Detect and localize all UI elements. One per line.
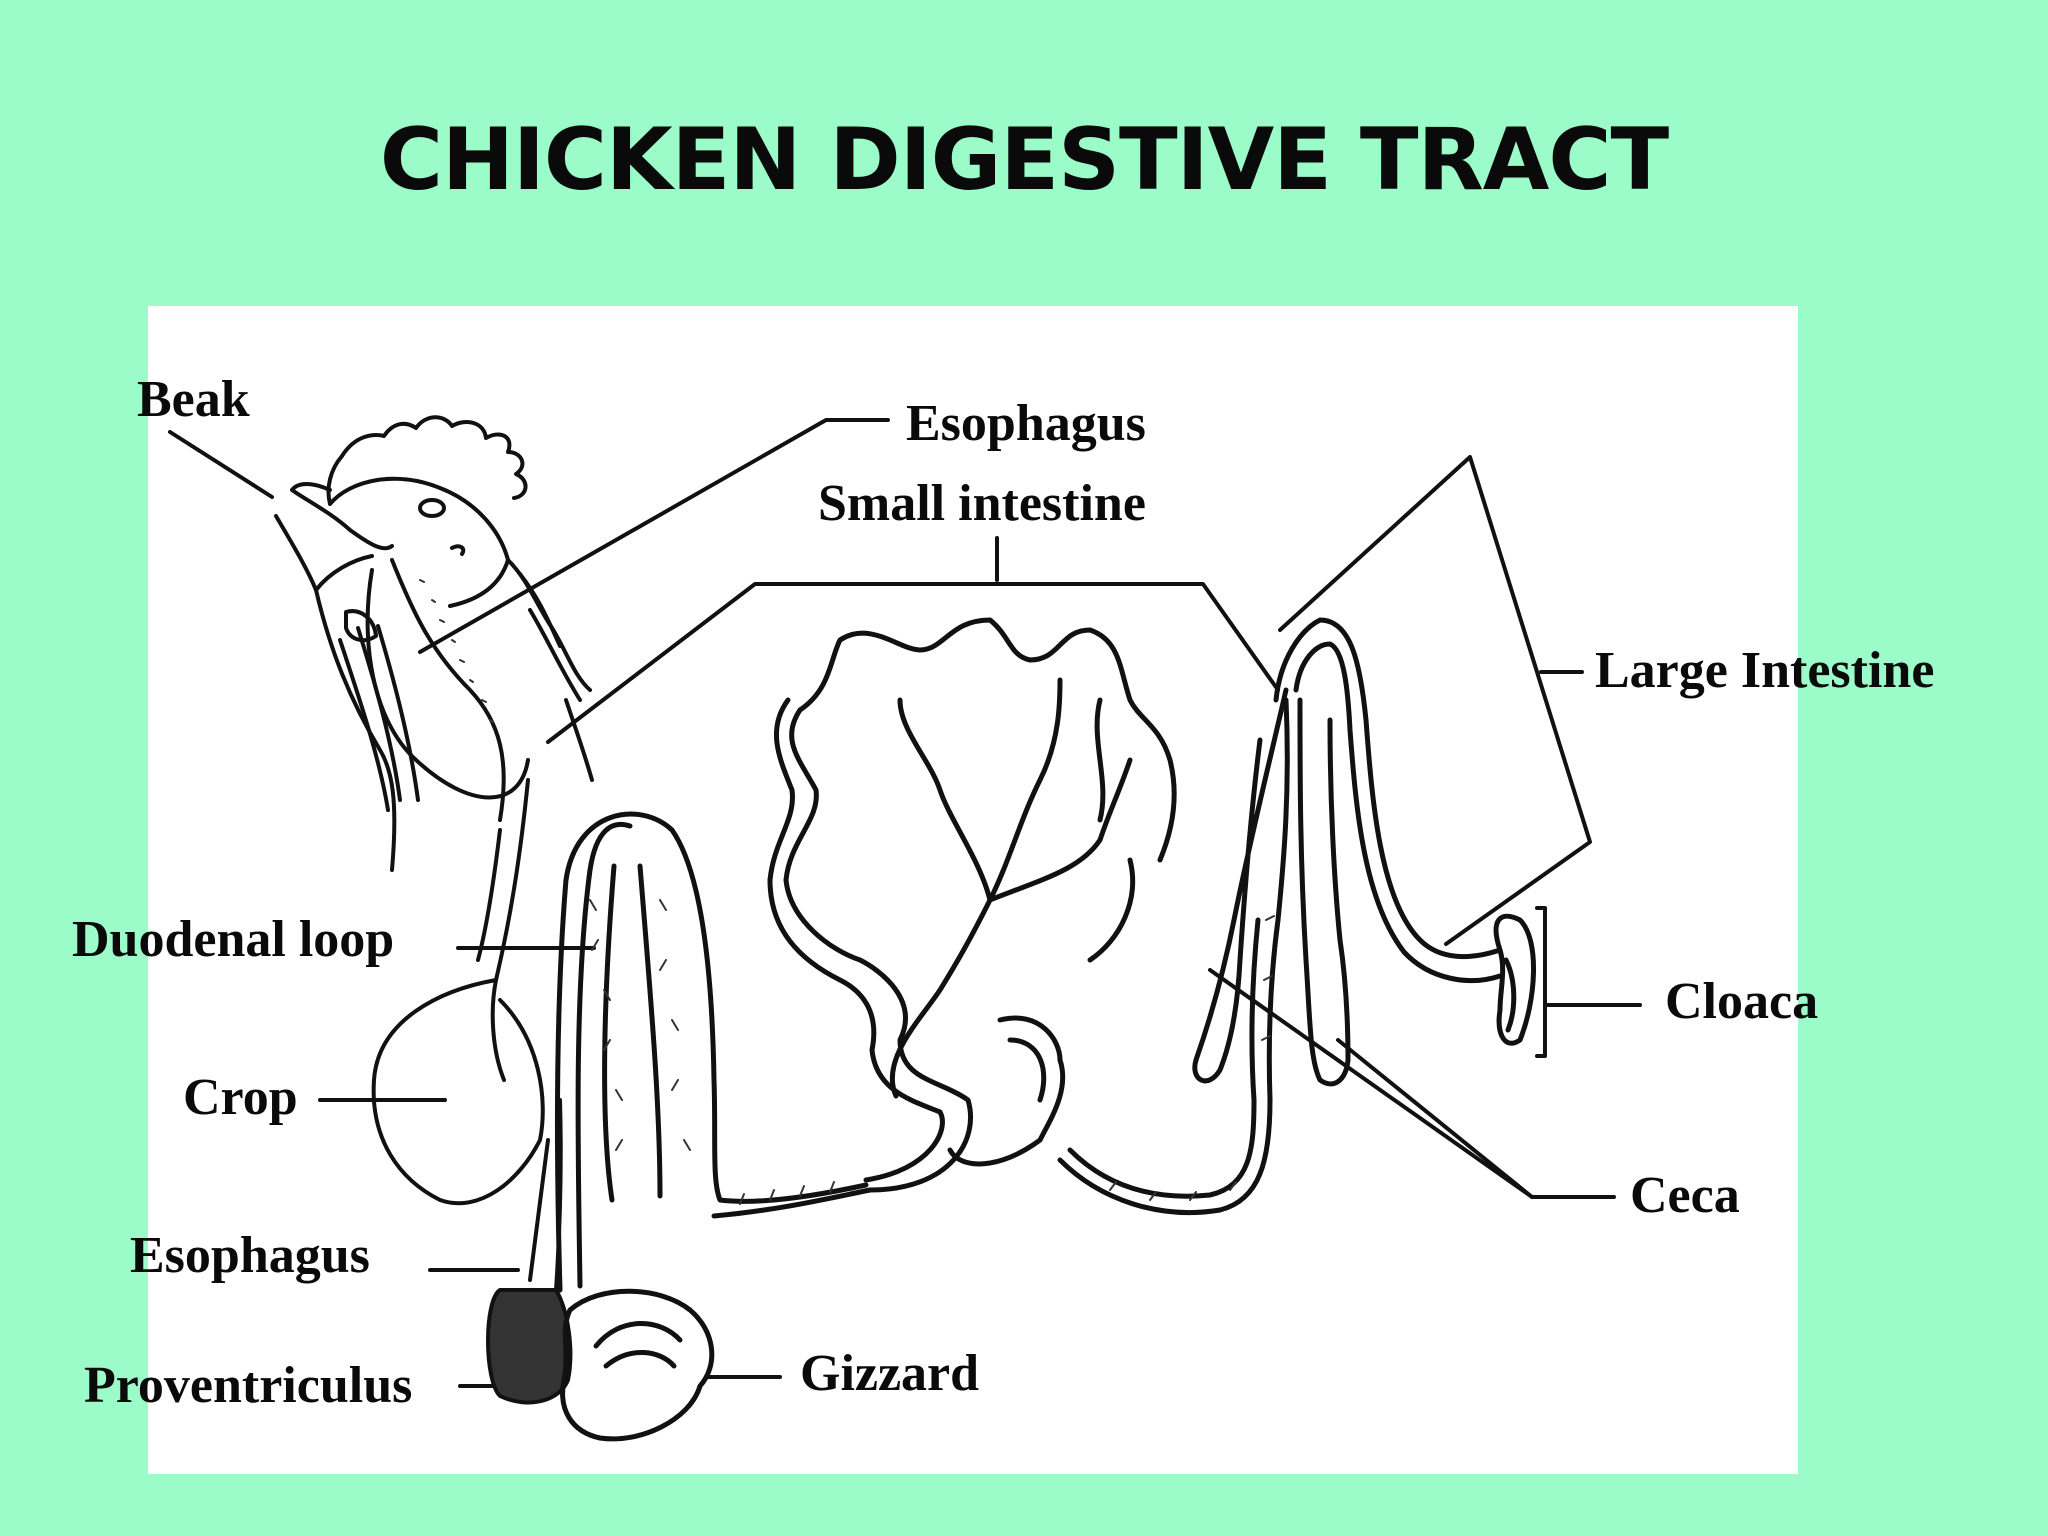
slide-title: CHICKEN DIGESTIVE TRACT <box>379 110 1669 210</box>
crop-outline <box>371 978 545 1206</box>
small-intestine <box>767 617 1290 1215</box>
esophagus-tube <box>476 778 563 1292</box>
label-large-intestine: Large Intestine <box>1595 642 1935 699</box>
label-gizzard: Gizzard <box>800 1345 980 1402</box>
label-duodenal-loop: Duodenal loop <box>72 911 395 968</box>
label-ceca: Ceca <box>1630 1167 1740 1224</box>
label-small-intestine: Small intestine <box>818 475 1146 532</box>
label-esophagus-bottom: Esophagus <box>130 1227 370 1284</box>
label-crop: Crop <box>183 1069 298 1126</box>
chicken-head <box>274 415 594 872</box>
duodenal-loop <box>555 811 873 1293</box>
label-beak: Beak <box>137 371 250 428</box>
large-intestine-ceca <box>1192 617 1536 1087</box>
tissue-texture <box>419 579 1275 1205</box>
label-esophagus-top: Esophagus <box>906 395 1146 452</box>
leader-lines <box>168 418 1642 1388</box>
label-proventriculus: Proventriculus <box>84 1357 413 1414</box>
label-cloaca: Cloaca <box>1665 973 1819 1030</box>
proventriculus <box>486 1288 573 1405</box>
gizzard <box>560 1288 715 1442</box>
